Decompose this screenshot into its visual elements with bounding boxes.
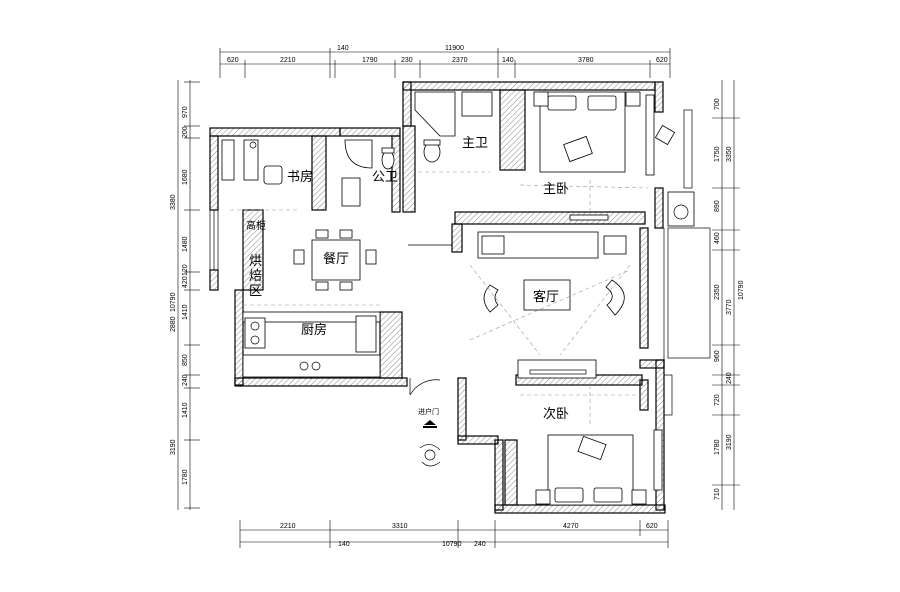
dim-right-n: 710 (714, 488, 721, 500)
dim-left-c: 1680 (182, 169, 189, 185)
dim-left-h: 1410 (182, 304, 189, 320)
dim-top-b: 2210 (280, 57, 296, 64)
dim-left-b: 200 (182, 126, 189, 138)
master-bedroom-furniture (519, 91, 676, 221)
dim-right-b: 1750 (714, 146, 721, 162)
dim-left-f: 120 (182, 264, 189, 276)
label-tall-cabinet: 高柜 (246, 219, 266, 232)
dim-bottom-d: 620 (646, 523, 658, 530)
dim-left-d: 3380 (170, 194, 177, 210)
dim-right-l: 1780 (714, 439, 721, 455)
dim-right-a: 700 (714, 98, 721, 110)
dim-bottom-total: 10790 (442, 541, 462, 548)
dim-top-i: 620 (656, 57, 668, 64)
label-study: 书房 (287, 169, 313, 185)
dim-left-o: 1780 (182, 469, 189, 485)
label-baking-1: 烘 (249, 254, 262, 269)
dim-left-k: 850 (182, 354, 189, 366)
dim-bottom-b: 3310 (392, 523, 408, 530)
walls (209, 81, 666, 514)
dim-right-j: 240 (726, 372, 733, 384)
dim-right-c: 3350 (726, 146, 733, 162)
dim-bottom-e: 140 (338, 541, 350, 548)
label-public-bath: 公卫 (372, 170, 398, 185)
washer-icon (673, 204, 689, 220)
dim-left-a: 970 (182, 106, 189, 118)
dim-right-e: 460 (714, 232, 721, 244)
label-second-bedroom: 次卧 (543, 406, 569, 422)
label-baking-2: 焙 (249, 269, 262, 284)
label-dining: 餐厅 (323, 251, 349, 267)
dim-left-n: 3190 (170, 439, 177, 455)
right-dimensions: 700 1750 3350 890 460 2350 3770 10790 96… (712, 80, 745, 510)
entry-door (409, 378, 441, 467)
dim-left-g: 420 (182, 276, 189, 288)
dim-left-m: 1410 (182, 402, 189, 418)
second-bedroom-furniture (520, 385, 663, 506)
dim-bottom-f: 240 (474, 541, 486, 548)
windows (209, 109, 711, 416)
dim-top-c: 140 (337, 45, 349, 52)
label-kitchen: 厨房 (301, 322, 327, 338)
left-dimensions: 970 200 1680 3380 1480 120 420 1410 2880… (170, 80, 200, 510)
dim-top-e: 230 (401, 57, 413, 64)
label-master-bedroom: 主卧 (543, 182, 569, 197)
dim-left-j: 10790 (170, 292, 177, 312)
study-furniture (221, 139, 300, 211)
master-bath-fixtures (414, 91, 493, 173)
top-dimensions: 11900 620 2210 140 1790 230 2370 140 378… (219, 45, 671, 78)
dim-top-total: 11900 (445, 45, 464, 52)
dim-right-h: 10790 (738, 280, 745, 300)
dim-right-d: 890 (714, 200, 721, 212)
dim-top-h: 3780 (578, 57, 594, 64)
dim-right-i: 960 (714, 350, 721, 362)
person-icon (419, 444, 441, 467)
bottom-dimensions: 2210 3310 4270 620 140 10790 240 (239, 520, 669, 548)
room-labels: 书房 公卫 主卫 主卧 高柜 烘 焙 区 餐厅 客厅 厨房 次卧 进户门 (246, 136, 569, 422)
washer-box (667, 191, 695, 227)
dim-bottom-c: 4270 (563, 523, 579, 530)
label-baking-3: 区 (249, 284, 262, 299)
dim-top-d: 1790 (362, 57, 378, 64)
dim-right-g: 3770 (726, 299, 733, 315)
public-bath-fixtures (341, 139, 395, 207)
dim-right-f: 2350 (714, 284, 721, 300)
dim-bottom-a: 2210 (280, 523, 296, 530)
dim-left-i: 2880 (170, 316, 177, 332)
entry-arrow-icon (424, 420, 436, 425)
living-furniture (469, 231, 631, 379)
dining-furniture (293, 229, 452, 291)
dim-top-f: 2370 (452, 57, 468, 64)
label-entry-door: 进户门 (418, 407, 439, 416)
label-living: 客厅 (533, 289, 559, 305)
dim-right-m: 3190 (726, 434, 733, 450)
dim-left-l: 240 (182, 374, 189, 386)
kitchen-furniture (242, 304, 381, 378)
label-master-bath: 主卫 (462, 136, 488, 151)
dim-left-e: 1480 (182, 236, 189, 252)
dim-top-g: 140 (502, 57, 514, 64)
dim-top-a: 620 (227, 57, 239, 64)
dim-right-k: 720 (714, 394, 721, 406)
